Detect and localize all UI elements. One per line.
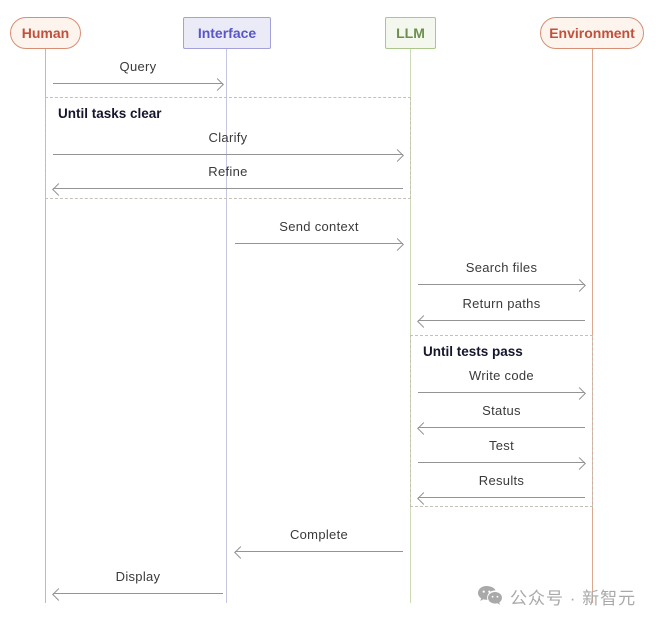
message-label: Complete (289, 527, 349, 542)
message-query: Query (53, 58, 224, 91)
loop-label: Until tests pass (423, 344, 523, 359)
message-label: Display (115, 569, 161, 584)
lifeline-environment (592, 49, 593, 603)
actor-interface: Interface (183, 17, 271, 49)
loop-label: Until tasks clear (58, 106, 162, 121)
message-label: Search files (465, 260, 538, 275)
arrow-right-icon (235, 237, 404, 251)
arrow-left-icon (52, 587, 223, 601)
message-write-code: Write code (418, 367, 586, 400)
arrow-right-icon (418, 278, 586, 292)
arrow-left-icon (417, 491, 585, 505)
watermark-text: 公众号 · 新智元 (510, 588, 637, 608)
message-status: Status (417, 402, 585, 435)
lifeline-llm (410, 49, 411, 603)
message-clarify: Clarify (53, 129, 404, 162)
message-label: Send context (279, 219, 359, 234)
message-send-context: Send context (235, 218, 404, 251)
actor-human: Human (10, 17, 81, 49)
message-refine: Refine (52, 163, 403, 196)
loop-box-until-tests-pass: Until tests pass (410, 335, 593, 507)
arrow-left-icon (417, 421, 585, 435)
lifeline-human (45, 49, 46, 603)
message-complete: Complete (234, 526, 403, 559)
message-label: Return paths (462, 296, 541, 311)
arrow-right-icon (53, 77, 224, 91)
wechat-icon (477, 585, 503, 607)
message-test: Test (418, 437, 586, 470)
arrow-left-icon (52, 182, 403, 196)
message-display: Display (52, 568, 223, 601)
arrow-right-icon (53, 148, 404, 162)
arrow-right-icon (418, 386, 586, 400)
message-label: Refine (208, 164, 248, 179)
actor-llm: LLM (385, 17, 436, 49)
message-label: Clarify (208, 130, 248, 145)
arrow-right-icon (418, 456, 586, 470)
message-return-paths: Return paths (417, 295, 585, 328)
loop-box-until-tasks-clear: Until tasks clear (45, 97, 411, 199)
message-label: Write code (469, 368, 534, 383)
message-label: Status (482, 403, 521, 418)
lifeline-interface (226, 49, 227, 603)
message-search-files: Search files (418, 259, 586, 292)
actor-environment: Environment (540, 17, 644, 49)
arrow-left-icon (417, 314, 585, 328)
message-label: Query (119, 59, 157, 74)
message-label: Test (488, 438, 515, 453)
message-label: Results (478, 473, 525, 488)
watermark: 公众号 · 新智元 (477, 583, 636, 609)
message-results: Results (417, 472, 585, 505)
arrow-left-icon (234, 545, 403, 559)
